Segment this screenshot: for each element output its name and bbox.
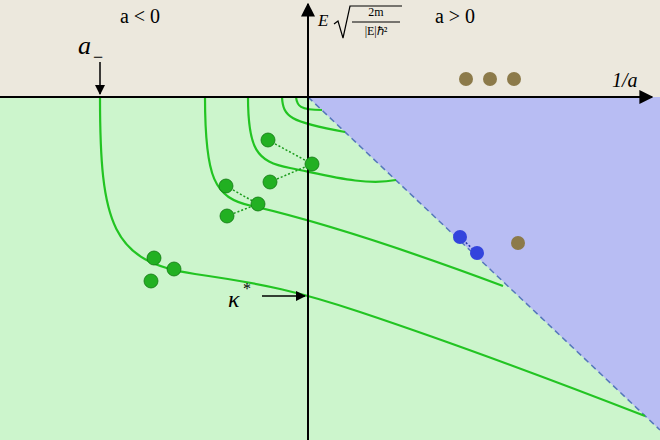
point-label: a	[78, 33, 91, 59]
radical-sign	[334, 6, 402, 38]
trimer-region	[0, 97, 660, 440]
y-axis	[307, 4, 309, 440]
free-atoms	[459, 72, 521, 86]
kappa-arrow	[262, 295, 305, 297]
axis-label: 1/a	[612, 70, 638, 90]
fraction-bar	[352, 22, 400, 23]
trimer-bonds	[226, 140, 312, 216]
region-label: a < 0	[120, 6, 160, 26]
axis-label: |E|ℏ²	[365, 25, 388, 37]
axis-label: 2m	[368, 6, 383, 18]
axis-label: E	[318, 12, 328, 29]
point-label: κ	[228, 287, 240, 311]
x-axis	[0, 96, 652, 98]
point-label: −	[93, 48, 103, 66]
region-label: a > 0	[435, 6, 475, 26]
efimov-branches	[100, 97, 645, 416]
point-label: *	[243, 281, 251, 297]
dimer-region	[308, 97, 660, 430]
trimer-atoms	[144, 133, 319, 288]
upper-band	[0, 0, 660, 97]
dimer-atom	[453, 230, 525, 260]
a-minus-arrow	[99, 62, 101, 94]
threshold-line	[308, 97, 660, 430]
